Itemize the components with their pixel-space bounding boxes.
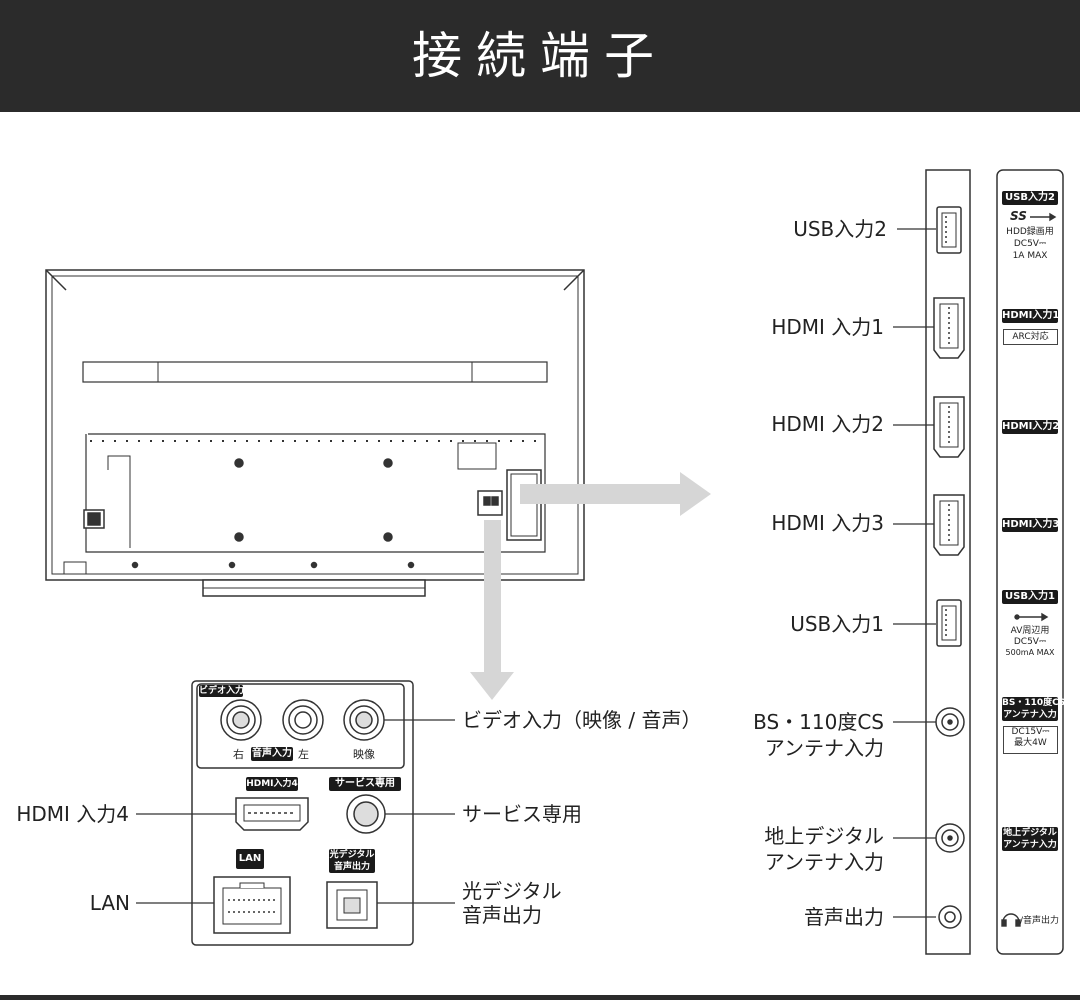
audio-out-label: 音声出力 [804,905,884,929]
hdmi1-badge: HDMI入力1 [1002,309,1060,323]
lan-callout: LAN [89,891,130,915]
hdmi2-badge: HDMI入力2 [1002,420,1060,434]
video-input-group [196,683,405,769]
hdmi4-port-icon [235,797,309,831]
bs-badge-line1: BS・110度CS [1002,697,1066,709]
usb2-port-icon [936,206,962,254]
usb1-label: USB入力1 [790,612,884,636]
usb1-port-icon [936,599,962,647]
optical-callout-line2: 音声出力 [462,903,542,927]
terrestrial-badge-line1: 地上デジタル [1002,827,1058,839]
hdmi2-label: HDMI 入力2 [771,412,884,436]
optical-callout-line1: 光デジタル [462,879,562,903]
rca-audio-left-icon [282,699,324,741]
hdmi3-port-icon [933,494,965,556]
bs-antenna-label-line1: BS・110度CS [753,710,884,734]
lan-port-icon [213,876,291,934]
superspeed-mark: SS [1010,209,1027,223]
bs-antenna-port-icon [935,707,965,737]
service-callout: サービス専用 [462,802,582,826]
terrestrial-antenna-label-line1: 地上デジタル [764,824,884,848]
terrestrial-antenna-label-line2: アンテナ入力 [764,850,884,874]
rca-audio-right-icon [220,699,262,741]
tv-back-illustration [45,269,585,597]
bottom-rule [0,995,1080,1000]
service-badge: サービス専用 [329,777,401,791]
lan-badge: LAN [236,849,264,869]
audio-left-label: 左 [298,748,309,761]
rca-video-icon [343,699,385,741]
usb2-label: USB入力2 [793,217,887,241]
hdmi3-label: HDMI 入力3 [771,511,884,535]
headphone-audio-text: /音声出力 [1020,916,1060,926]
video-input-badge: ビデオ入力 [199,685,245,697]
hdmi1-port-icon [933,297,965,359]
side-marking-strip [996,169,1064,955]
header-bar [0,0,1080,112]
audio-input-badge: 音声入力 [251,747,293,761]
usb1-badge: USB入力1 [1002,590,1058,604]
bs-antenna-label-line2: アンテナ入力 [764,736,884,760]
usb1-spec-2: DC5V⎓ [1013,637,1047,647]
usb2-spec-2: DC5V⎓ [1013,239,1047,249]
usb1-spec-3: 500mA MAX [1005,648,1055,657]
hdmi4-callout: HDMI 入力4 [16,802,129,826]
hdmi1-label: HDMI 入力1 [771,315,884,339]
bs-power-box: DC15V⎓ 最大4W [1003,726,1058,754]
hdmi2-port-icon [933,396,965,458]
terrestrial-badge-line2: アンテナ入力 [1002,839,1058,851]
hdmi4-badge: HDMI入力4 [246,777,298,791]
optical-badge-line1: 光デジタル [329,849,375,861]
usb2-spec-3: 1A MAX [1012,251,1048,261]
usb2-spec-1: HDD録画用 [1006,227,1054,237]
arc-support-box: ARC対応 [1003,329,1058,345]
optical-badge-line2: 音声出力 [329,861,375,873]
usb2-badge: USB入力2 [1002,191,1058,205]
terrestrial-antenna-port-icon [935,823,965,853]
page-title: 接続端子 [412,27,668,85]
video-input-callout: ビデオ入力（映像 / 音声） [462,708,702,732]
bs-badge-line2: アンテナ入力 [1002,709,1058,721]
video-label: 映像 [353,748,375,761]
arrow-down [470,520,514,700]
bs-power-line2: 最大4W [1014,738,1047,748]
optical-port-icon [326,881,378,929]
audio-right-label: 右 [233,748,244,761]
bs-power-line1: DC15V⎓ [1011,727,1050,737]
arrow-right [520,472,711,516]
usb1-spec-1: AV周辺用 [1010,626,1050,636]
hdmi3-badge: HDMI入力3 [1002,518,1060,532]
audio-out-port-icon [938,905,962,929]
service-port-icon [346,794,386,834]
